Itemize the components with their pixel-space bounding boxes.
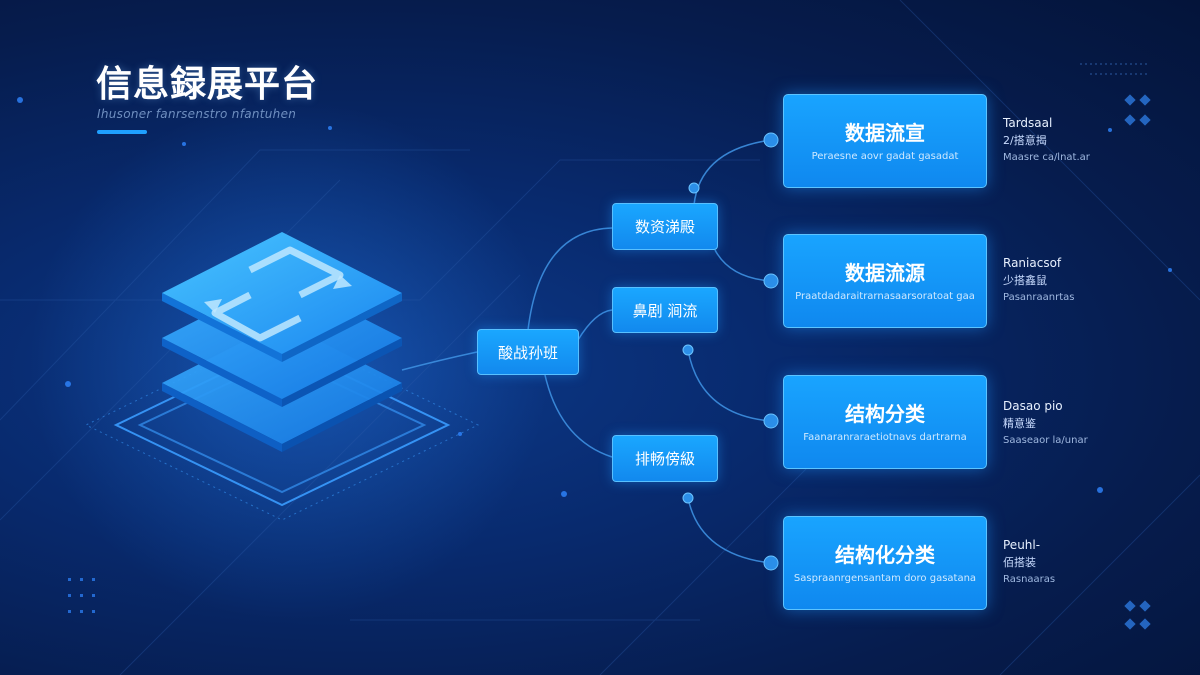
note-line: Dasao pio	[1003, 399, 1063, 413]
card-2[interactable]: 数据流源 Praatdadaraitrarnasaarsoratoat gaa	[783, 234, 987, 328]
card-title: 数据流宣	[845, 121, 925, 145]
note-line: 2/搭意揭	[1003, 134, 1047, 147]
branch-node-label: 鼻剧 涧流	[632, 301, 698, 320]
title-underline	[97, 130, 147, 134]
note-line: Pasanraanrtas	[1003, 292, 1075, 303]
note-line: Maasre ca/lnat.ar	[1003, 152, 1090, 163]
page-title: 信息録展平台	[96, 64, 319, 105]
card-note-4: Peuhl- 佰搭装 Rasnaaras	[1003, 537, 1143, 588]
page-subtitle: Ihusoner fanrsenstro nfantuhen	[97, 107, 297, 121]
note-line: Tardsaal	[1003, 116, 1053, 130]
root-node-label: 酸战孙班	[497, 343, 558, 362]
root-node[interactable]: 酸战孙班	[477, 329, 579, 375]
branch-node-2[interactable]: 鼻剧 涧流	[612, 287, 718, 333]
branch-node-1[interactable]: 数资涕殿	[612, 203, 718, 250]
note-line: Raniacsof	[1003, 256, 1062, 270]
card-subtitle: Saspraanrgensantam doro gasatana	[793, 573, 977, 584]
branch-node-label: 排畅傍級	[634, 450, 695, 468]
note-line: 佰搭装	[1003, 556, 1036, 569]
card-title: 数据流源	[845, 261, 925, 285]
note-line: Peuhl-	[1003, 538, 1041, 552]
branch-node-label: 数资涕殿	[634, 218, 695, 236]
card-note-1: Tardsaal 2/搭意揭 Maasre ca/lnat.ar	[1003, 115, 1143, 166]
card-note-3: Dasao pio 精意鉴 Saaseaor la/unar	[1003, 398, 1143, 449]
branch-node-3[interactable]: 排畅傍級	[612, 435, 718, 482]
card-note-2: Raniacsof 少搭鑫鼠 Pasanraanrtas	[1003, 255, 1143, 306]
card-1[interactable]: 数据流宣 Peraesne aovr gadat gasadat	[783, 94, 987, 188]
card-title: 结构化分类	[835, 543, 935, 567]
note-line: Saaseaor la/unar	[1003, 435, 1088, 446]
note-line: 精意鉴	[1003, 417, 1036, 430]
card-subtitle: Faanaranraraetiotnavs dartrarna	[803, 432, 967, 443]
loop-arrows-icon	[211, 246, 344, 342]
card-subtitle: Peraesne aovr gadat gasadat	[811, 151, 959, 162]
card-4[interactable]: 结构化分类 Saspraanrgensantam doro gasatana	[783, 516, 987, 610]
card-subtitle: Praatdadaraitrarnasaarsoratoat gaa	[795, 291, 975, 302]
card-3[interactable]: 结构分类 Faanaranraraetiotnavs dartrarna	[783, 375, 987, 469]
card-title: 结构分类	[845, 402, 925, 426]
note-line: Rasnaaras	[1003, 574, 1056, 585]
note-line: 少搭鑫鼠	[1003, 274, 1047, 287]
